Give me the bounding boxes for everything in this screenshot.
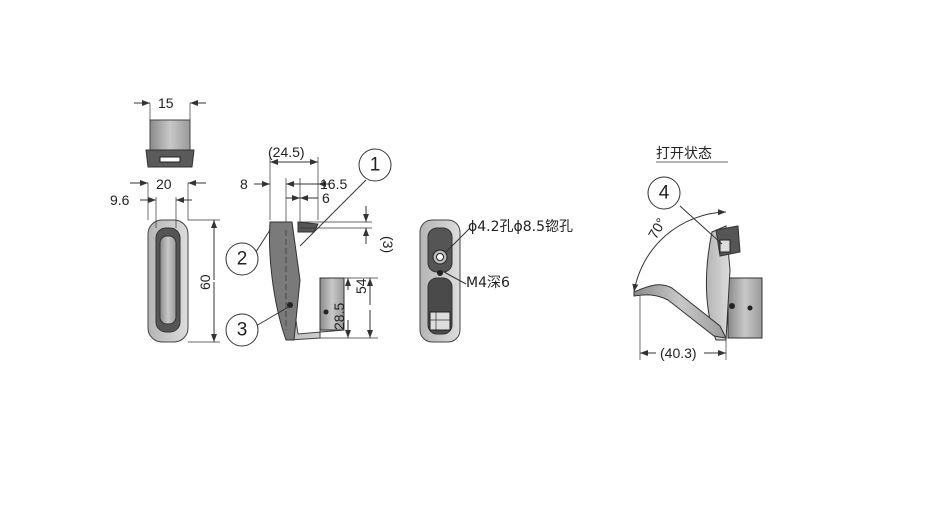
svg-text:1: 1 <box>370 155 381 176</box>
dim-15: 15 <box>158 95 174 111</box>
dim-8: 8 <box>240 176 248 192</box>
dim-54: 54 <box>353 278 369 294</box>
dim-6: 6 <box>322 190 330 206</box>
svg-text:4: 4 <box>659 183 670 204</box>
side-view: (24.5) 8 16.5 6 (3) 54 28.5 <box>240 144 396 341</box>
dim-70-deg: 70° <box>645 215 669 241</box>
front-view-lever <box>159 235 177 325</box>
top-view: 15 <box>134 95 206 168</box>
note-hole: ϕ4.2孔ϕ8.5锪孔 <box>468 219 573 235</box>
dim-40-3: (40.3) <box>660 345 697 361</box>
open-state-view: 打开状态 70° (40.3) <box>632 145 763 361</box>
dim-16-5: 16.5 <box>320 176 347 192</box>
callout-1: 1 <box>358 148 392 182</box>
dim-3: (3) <box>380 236 396 253</box>
callout-2: 2 <box>225 242 259 276</box>
callout-4: 4 <box>647 176 681 210</box>
dim-60: 60 <box>197 274 213 290</box>
dim-20: 20 <box>156 176 172 192</box>
top-view-slot <box>159 156 181 163</box>
rear-view: ϕ4.2孔ϕ8.5锪孔 M4深6 <box>419 219 573 343</box>
note-thread: M4深6 <box>466 275 510 291</box>
top-view-body <box>149 119 191 151</box>
svg-text:2: 2 <box>237 249 248 270</box>
side-view-flange <box>269 221 301 341</box>
dim-24-5: (24.5) <box>268 144 305 160</box>
svg-text:3: 3 <box>237 320 248 341</box>
callout-3: 3 <box>225 313 259 347</box>
open-state-label: 打开状态 <box>656 145 712 162</box>
dim-28-5: 28.5 <box>331 303 347 330</box>
dim-9-6: 9.6 <box>110 192 130 208</box>
front-view: 20 9.6 60 <box>110 176 220 343</box>
side-view-housing <box>319 277 345 331</box>
